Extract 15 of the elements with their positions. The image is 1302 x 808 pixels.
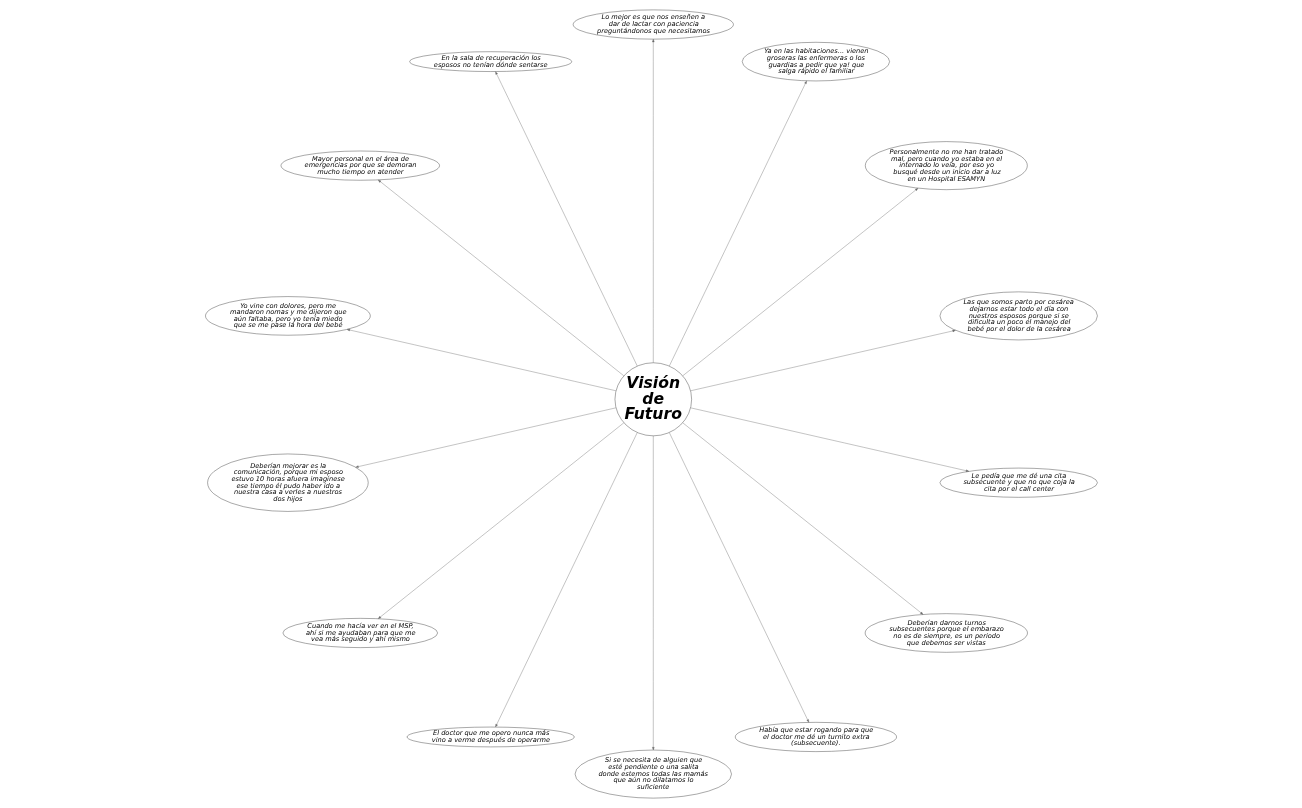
arrow: [377, 179, 624, 377]
arrow: [690, 329, 956, 391]
arrow: [651, 38, 654, 363]
arrow: [668, 432, 809, 723]
arrow: [494, 432, 637, 728]
arrow: [682, 188, 918, 377]
node-circle: Visión de Futuro: [614, 362, 692, 437]
arrow: [651, 435, 654, 751]
arrow: [355, 407, 616, 468]
arrow: [377, 422, 624, 619]
arrow: [690, 407, 969, 472]
arrow: [682, 422, 923, 615]
arrow: [668, 80, 807, 367]
arrow: [494, 71, 637, 367]
arrow: [346, 328, 616, 391]
